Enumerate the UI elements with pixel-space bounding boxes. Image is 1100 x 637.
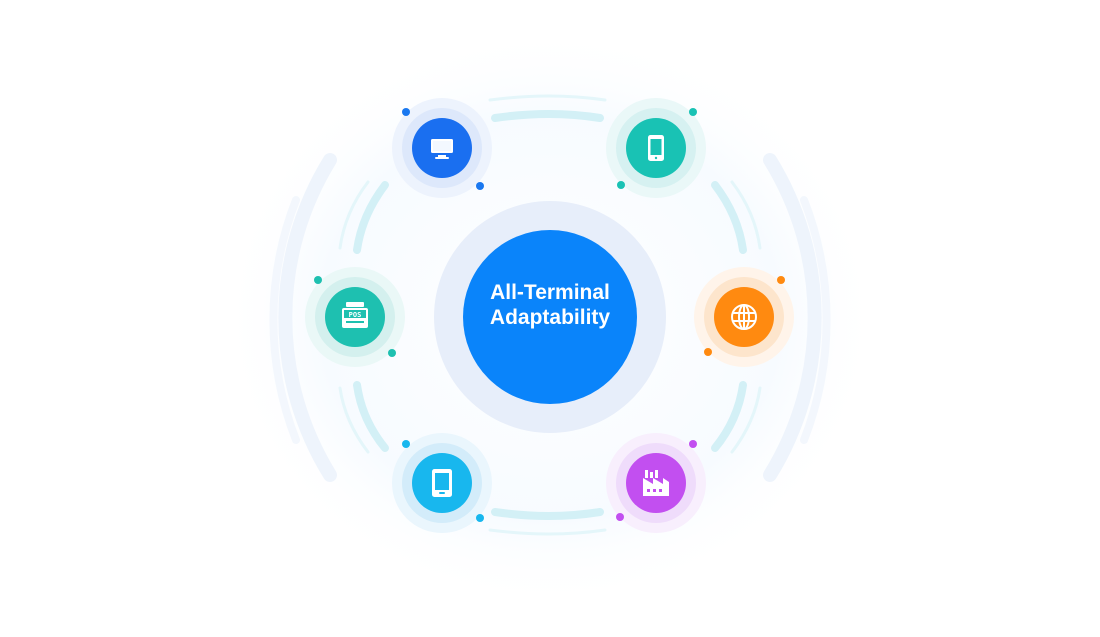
center-title: All-Terminal Adaptability — [445, 280, 655, 330]
node-tablet — [392, 433, 492, 533]
node-factory — [606, 433, 706, 533]
factory-icon — [643, 470, 669, 496]
desktop-icon — [431, 139, 453, 159]
node-pos-terminal: POS — [305, 267, 405, 367]
node-globe — [694, 267, 794, 367]
tablet-icon — [432, 469, 452, 497]
node-desktop — [392, 98, 492, 198]
center-title-line-2: Adaptability — [489, 306, 611, 329]
center-title-line-1: All-Terminal — [490, 281, 610, 304]
mobile-phone-icon — [648, 135, 664, 161]
pos-terminal-icon: POS — [342, 302, 368, 328]
outer-rings — [269, 153, 831, 482]
pos-label: POS — [349, 311, 362, 319]
globe-icon — [731, 304, 757, 330]
center-core — [463, 230, 637, 404]
node-mobile-phone — [606, 98, 706, 198]
connector-arcs — [338, 94, 762, 536]
